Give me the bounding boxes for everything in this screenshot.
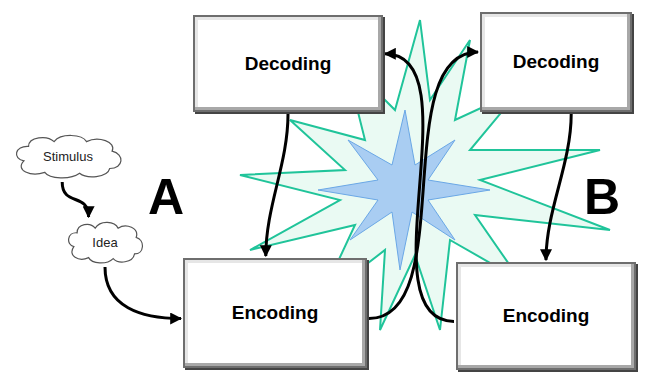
- flow-arrow: [385, 54, 454, 322]
- noise-burst-inner: [318, 110, 490, 270]
- flow-arrow: [105, 267, 181, 319]
- node-text: Decoding: [513, 51, 600, 73]
- node-text: Encoding: [232, 302, 319, 324]
- cloud-shape: Idea: [64, 219, 146, 265]
- party-label: B: [584, 172, 620, 222]
- process-box: Decoding: [480, 12, 632, 112]
- node-text: Stimulus: [43, 149, 93, 164]
- party-label: A: [148, 172, 184, 222]
- flow-arrow: [62, 182, 88, 217]
- node-text: Decoding: [245, 53, 332, 75]
- process-box: Encoding: [183, 258, 367, 368]
- process-box: Encoding: [456, 262, 636, 370]
- flow-arrow: [546, 114, 571, 260]
- node-text: Idea: [92, 235, 117, 250]
- process-box: Decoding: [193, 15, 383, 112]
- node-text: Encoding: [503, 305, 590, 327]
- flow-arrow: [266, 114, 288, 256]
- cloud-shape: Stimulus: [10, 132, 126, 180]
